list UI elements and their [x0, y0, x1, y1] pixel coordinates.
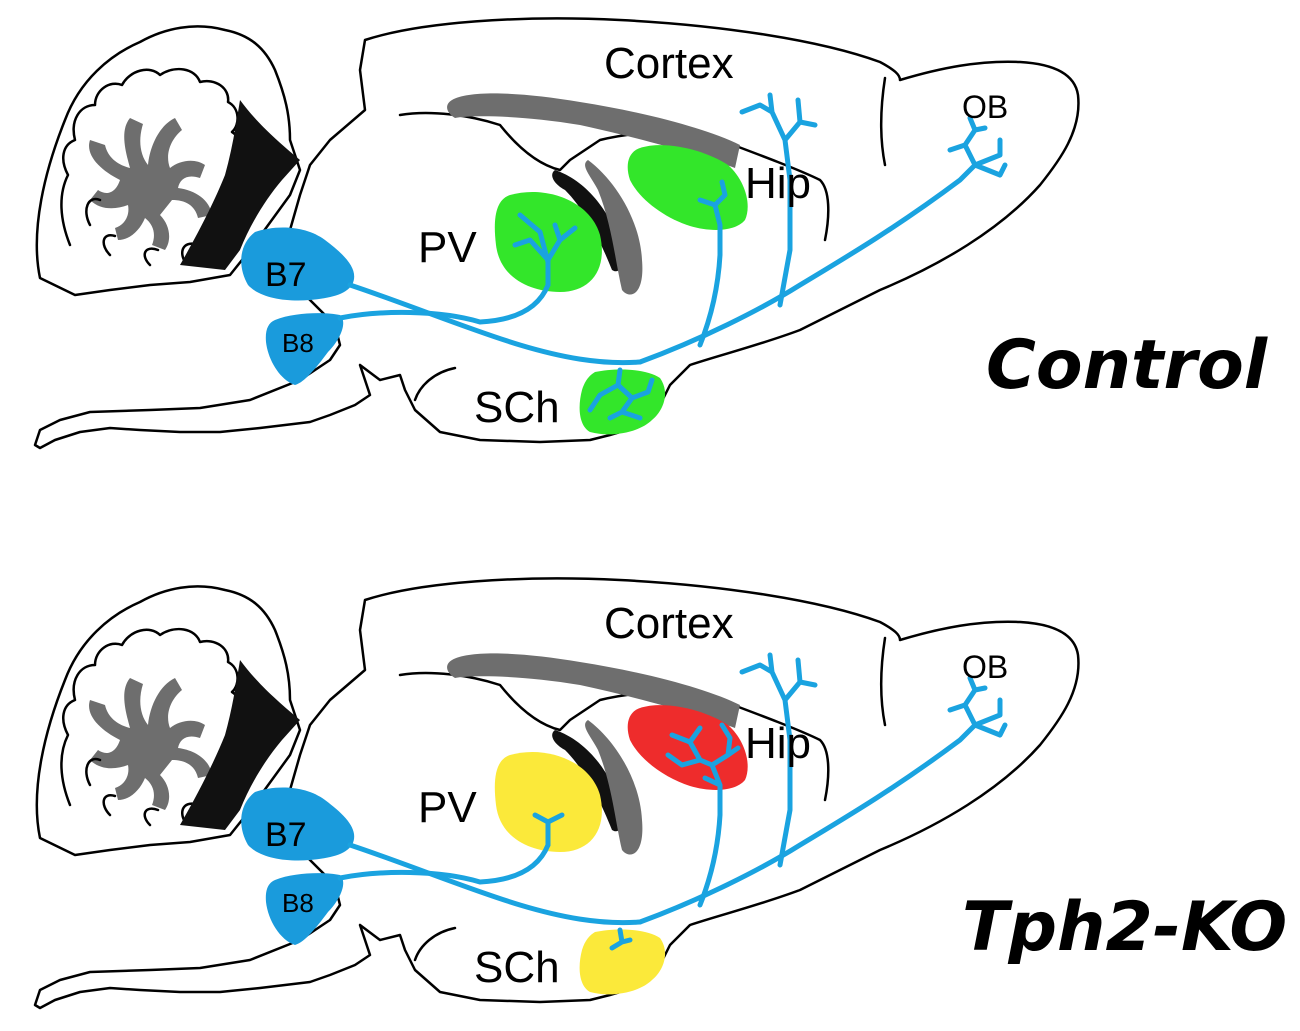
label-ob: OB	[962, 89, 1008, 125]
label-pv: PV	[418, 223, 477, 272]
label-cortex: Cortex	[604, 599, 734, 648]
label-hip: Hip	[745, 719, 811, 768]
raphe-b8	[265, 313, 344, 385]
label-ob: OB	[962, 649, 1008, 685]
panel-control: Cortex OB Hip PV SCh B7 B8 Control	[33, 17, 1269, 450]
serotonin-fibers	[337, 92, 1008, 421]
region-sch	[579, 929, 666, 995]
label-hip: Hip	[745, 159, 811, 208]
region-pv	[494, 751, 602, 852]
label-b8: B8	[282, 328, 314, 358]
raphe-b7	[241, 227, 355, 301]
condition-label: Tph2-KO	[962, 888, 1287, 967]
label-sch: SCh	[474, 383, 560, 432]
label-pv: PV	[418, 783, 477, 832]
label-cortex: Cortex	[604, 39, 734, 88]
label-b7: B7	[265, 256, 307, 294]
region-sch	[579, 369, 666, 435]
panel-tph2-ko: Cortex OB Hip PV SCh B7 B8 Tph2-KO	[33, 577, 1287, 1010]
serotonin-fibers	[337, 652, 1008, 951]
raphe-b8	[265, 873, 344, 945]
condition-label: Control	[986, 326, 1269, 405]
label-b7: B7	[265, 816, 307, 854]
raphe-b7	[241, 787, 355, 861]
label-sch: SCh	[474, 943, 560, 992]
region-hip	[627, 705, 748, 790]
label-b8: B8	[282, 888, 314, 918]
